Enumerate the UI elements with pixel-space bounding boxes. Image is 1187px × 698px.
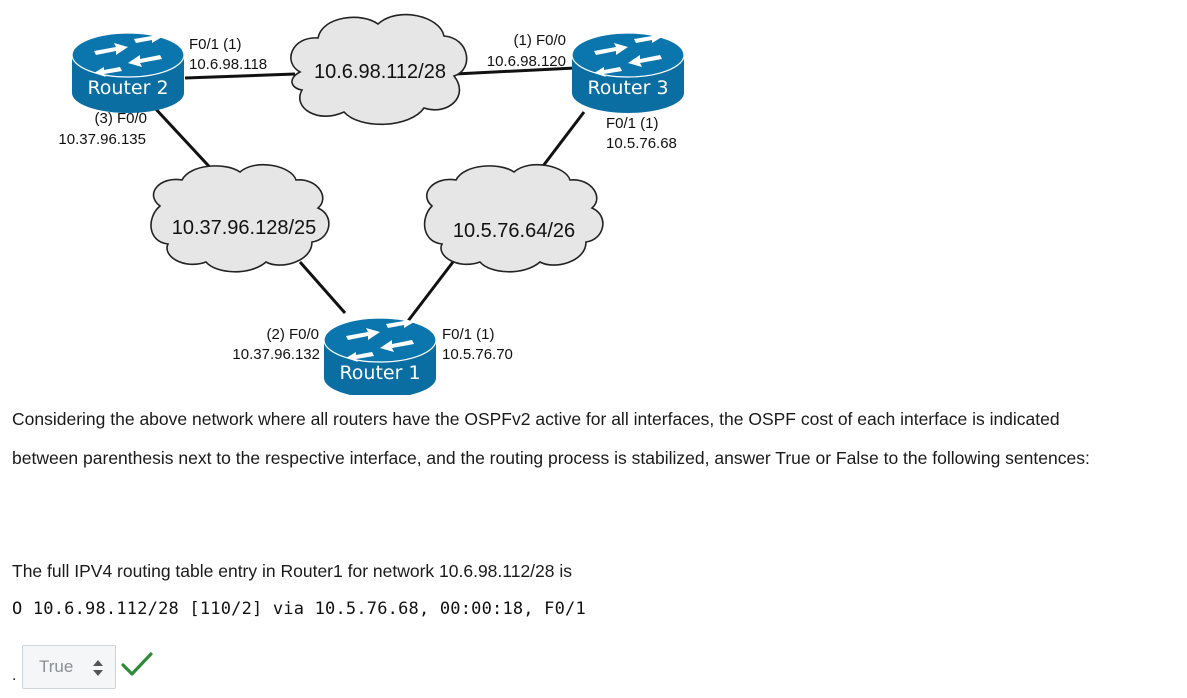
router-1-label: Router 1 [339, 362, 420, 384]
r2-f00-ip: 10.37.96.135 [58, 131, 146, 148]
r3-f00-label: (1) F0/0 [513, 32, 566, 49]
routing-entry: O 10.6.98.112/28 [110/2] via 10.5.76.68,… [12, 599, 586, 619]
network-cloud-left: 10.37.96.128/25 [150, 163, 330, 273]
router-3: Router 3 [571, 32, 685, 114]
up-down-arrows-icon [93, 660, 103, 676]
r3-f01-label: F0/1 (1) [606, 115, 659, 132]
answer-select[interactable]: True [22, 645, 116, 689]
router-3-label: Router 3 [587, 77, 668, 99]
r3-f01-ip: 10.5.76.68 [606, 135, 677, 152]
network-label-top: 10.6.98.112/28 [314, 61, 446, 83]
r1-f01-label: F0/1 (1) [442, 326, 495, 343]
r2-f01-label: F0/1 (1) [189, 36, 242, 53]
router-1: Router 1 [323, 317, 437, 395]
r1-f00-ip: 10.37.96.132 [232, 346, 320, 363]
network-cloud-top: 10.6.98.112/28 [290, 13, 468, 126]
network-label-right: 10.5.76.64/26 [453, 220, 575, 242]
network-diagram: 10.6.98.112/28 10.37.96.128/25 10.5.76.6… [58, 13, 685, 395]
question-statement: The full IPV4 routing table entry in Rou… [12, 561, 572, 581]
question-description-line-2: between parenthesis next to the respecti… [12, 448, 1090, 468]
question-description-line-1: Considering the above network where all … [12, 409, 1060, 429]
r2-f00-label: (3) F0/0 [94, 110, 147, 127]
checkmark-icon [121, 652, 153, 676]
answer-select-value: True [39, 657, 74, 676]
r1-f01-ip: 10.5.76.70 [442, 346, 513, 363]
r1-f00-label: (2) F0/0 [266, 326, 319, 343]
network-label-left: 10.37.96.128/25 [172, 217, 317, 239]
answer-prefix: . [12, 667, 17, 684]
r3-f00-ip: 10.6.98.120 [487, 53, 566, 70]
router-2-label: Router 2 [87, 77, 168, 99]
router-2: Router 2 [71, 32, 185, 114]
r2-f01-ip: 10.6.98.118 [189, 56, 267, 73]
network-cloud-right: 10.5.76.64/26 [423, 163, 604, 273]
